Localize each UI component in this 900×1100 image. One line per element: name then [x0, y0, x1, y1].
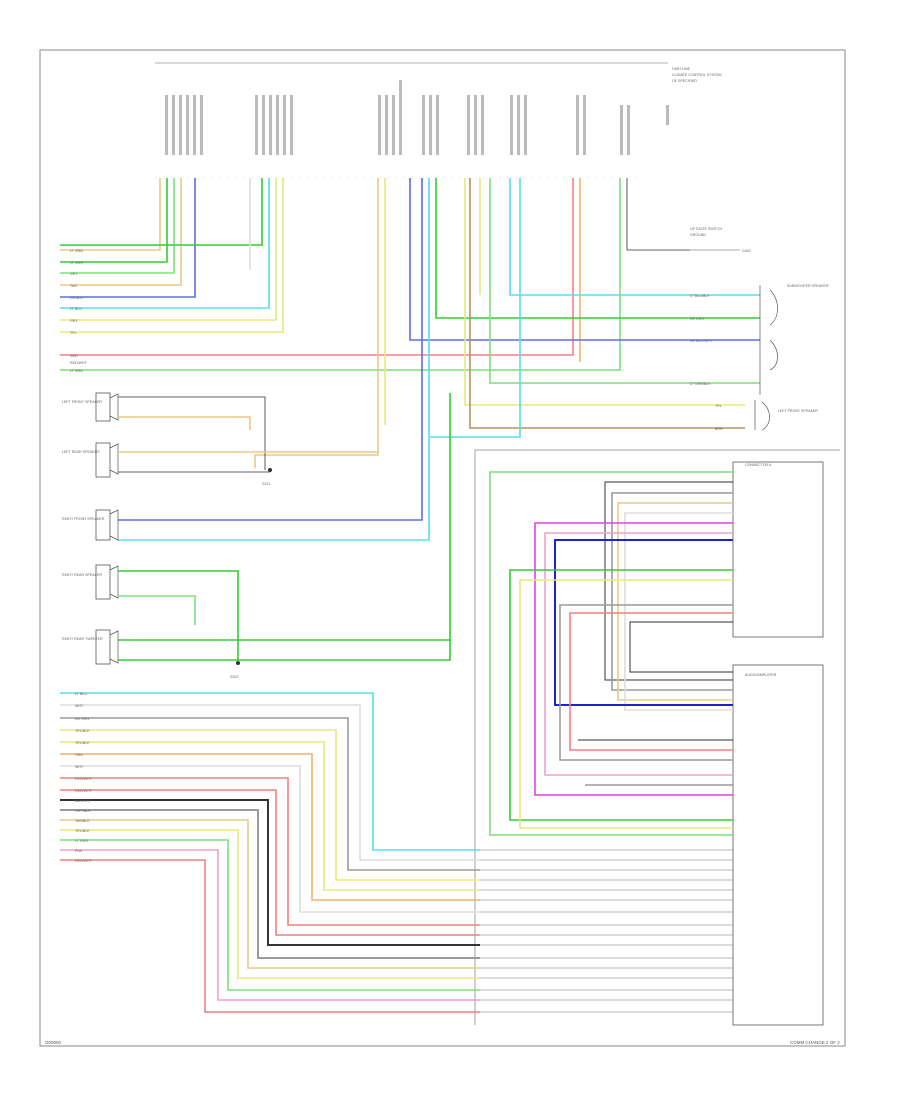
left-front-speaker-right: LEFT FRONT SPEAKER YEL BRN: [715, 400, 818, 431]
upper-harness: [60, 178, 760, 641]
svg-text:LT BLU: LT BLU: [75, 692, 87, 696]
svg-text:LT GRN: LT GRN: [70, 369, 83, 373]
svg-text:LT BLU: LT BLU: [70, 307, 82, 311]
svg-text:S201: S201: [262, 482, 270, 486]
svg-text:S202: S202: [230, 675, 238, 679]
svg-text:DK BLU/WHT: DK BLU/WHT: [690, 339, 713, 343]
svg-text:RED/WHT: RED/WHT: [75, 777, 93, 781]
svg-text:LIFTGATE SWITCH: LIFTGATE SWITCH: [690, 227, 722, 231]
svg-text:YEL: YEL: [70, 331, 77, 335]
top-note-3: OF SPECIFIED: [672, 79, 697, 83]
lower-row-labels: LT BLU WHT DK GRN YEL/BLK YEL/BLK ORN WH…: [75, 692, 93, 863]
svg-text:YEL/BLK: YEL/BLK: [75, 829, 90, 833]
footer-left: G00000: [45, 1040, 62, 1045]
speaker-2: LEFT REAR SPEAKER: [62, 442, 378, 478]
svg-text:WHT: WHT: [75, 765, 84, 769]
svg-text:LT GRN: LT GRN: [75, 839, 88, 843]
radio-b-links: [480, 849, 733, 1013]
section-divider: [474, 449, 840, 1025]
footer-right: COMM CHANGE 2 OF 2: [790, 1040, 840, 1045]
splice-s201: [268, 468, 272, 472]
svg-text:LEFT FRONT SPEAKER: LEFT FRONT SPEAKER: [62, 400, 102, 404]
svg-text:RIGHT REAR SPEAKER: RIGHT REAR SPEAKER: [62, 573, 102, 577]
svg-text:LT BLU/BLK: LT BLU/BLK: [690, 294, 710, 298]
top-note-2: CLIMATE CONTROL SYSTEM: [672, 73, 722, 77]
radio-connector-b: AUDIO/AMPLIFIER: [732, 664, 824, 1026]
svg-text:TAN/BLK: TAN/BLK: [75, 819, 90, 823]
svg-text:LEFT FRONT SPEAKER: LEFT FRONT SPEAKER: [778, 409, 818, 413]
upper-row-labels: LT GRN LT GRN GRY TAN DK BLU LT BLU GRY …: [70, 249, 88, 373]
svg-text:YEL/BLK: YEL/BLK: [75, 741, 90, 745]
svg-text:YEL/BLK: YEL/BLK: [75, 729, 90, 733]
svg-text:GRY: GRY: [70, 319, 78, 323]
splice-s202: [236, 661, 240, 665]
top-pin-labels: [165, 80, 669, 155]
svg-text:GROUND: GROUND: [690, 233, 706, 237]
svg-text:DK GRN: DK GRN: [690, 317, 704, 321]
svg-text:DK BLU: DK BLU: [70, 296, 83, 300]
lower-harness: [60, 692, 480, 1013]
svg-text:LT GRN: LT GRN: [70, 249, 83, 253]
top-right-device: LIFTGATE SWITCH GROUND G402: [690, 227, 751, 253]
svg-text:BLK/WHT: BLK/WHT: [75, 799, 92, 803]
svg-text:LT GRN/BLK: LT GRN/BLK: [690, 382, 711, 386]
svg-text:RED/WHT: RED/WHT: [75, 789, 93, 793]
svg-text:GRY: GRY: [70, 272, 78, 276]
diagram-frame: [39, 49, 846, 1047]
svg-text:RIGHT REAR TWEETER: RIGHT REAR TWEETER: [62, 637, 103, 641]
speaker-3: RIGHT FRONT SPEAKER: [62, 509, 119, 541]
subwoofer-label: SUBWOOFER SPEAKER: [787, 284, 829, 288]
svg-text:PNK: PNK: [75, 849, 83, 853]
svg-text:WHT: WHT: [75, 704, 84, 708]
svg-text:RED/WHT: RED/WHT: [70, 361, 88, 365]
subwoofer-speaker: SUBWOOFER SPEAKER LT BLU/BLK DK GRN DK B…: [690, 284, 829, 395]
svg-text:BRN: BRN: [715, 427, 723, 431]
radio-connector-a: CONNECTOR A: [732, 461, 824, 638]
svg-text:RED/WHT: RED/WHT: [75, 859, 93, 863]
speaker-1: LEFT FRONT SPEAKER: [62, 392, 266, 470]
speaker-4: RIGHT REAR SPEAKER: [62, 564, 239, 660]
svg-text:TAN: TAN: [70, 284, 77, 288]
svg-text:RIGHT FRONT SPEAKER: RIGHT FRONT SPEAKER: [62, 517, 105, 521]
svg-text:DK GRN: DK GRN: [75, 717, 89, 721]
svg-text:CONNECTOR A: CONNECTOR A: [745, 463, 772, 467]
speaker-5: RIGHT REAR TWEETER: [62, 629, 451, 665]
left-speakers: LEFT FRONT SPEAKER LEFT REAR SPEAKER S20…: [62, 392, 451, 679]
svg-text:LEFT REAR SPEAKER: LEFT REAR SPEAKER: [62, 450, 100, 454]
svg-text:YEL: YEL: [715, 404, 722, 408]
svg-text:G402: G402: [742, 249, 751, 253]
svg-text:AUDIO/AMPLIFIER: AUDIO/AMPLIFIER: [745, 673, 777, 677]
svg-text:LT GRN: LT GRN: [70, 261, 83, 265]
svg-text:GRY/BLK: GRY/BLK: [75, 809, 91, 813]
svg-text:RED: RED: [70, 354, 78, 358]
svg-text:ORN: ORN: [75, 753, 83, 757]
top-note-1: HIGH LINE: [672, 67, 691, 71]
right-harness: [489, 471, 733, 836]
